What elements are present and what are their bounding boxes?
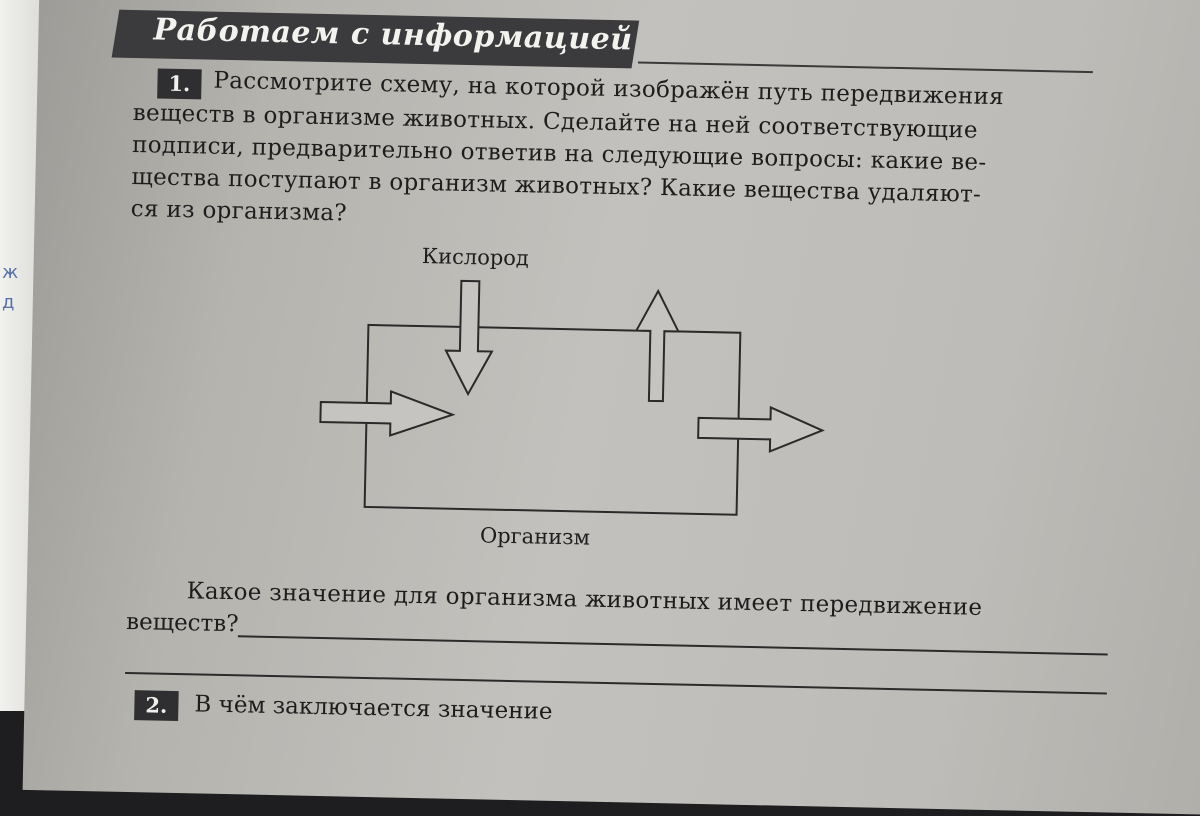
arrow-in-right — [319, 390, 456, 437]
arrow-out-right — [697, 405, 825, 453]
question-line: веществ? — [125, 608, 239, 638]
textbook-page: Работаем с информацией 1. Рассмотрите сх… — [22, 0, 1200, 816]
arrow-out-up — [634, 288, 680, 403]
diagram-label-oxygen: Кислород — [421, 244, 530, 271]
substance-flow-diagram — [319, 279, 825, 516]
pen-mark: ж — [2, 262, 19, 283]
arrow-in-down — [444, 279, 494, 397]
next-task-number-badge: 2. — [134, 690, 179, 722]
pen-mark: д — [2, 292, 15, 313]
diagram-label-organism: Организм — [479, 523, 591, 550]
